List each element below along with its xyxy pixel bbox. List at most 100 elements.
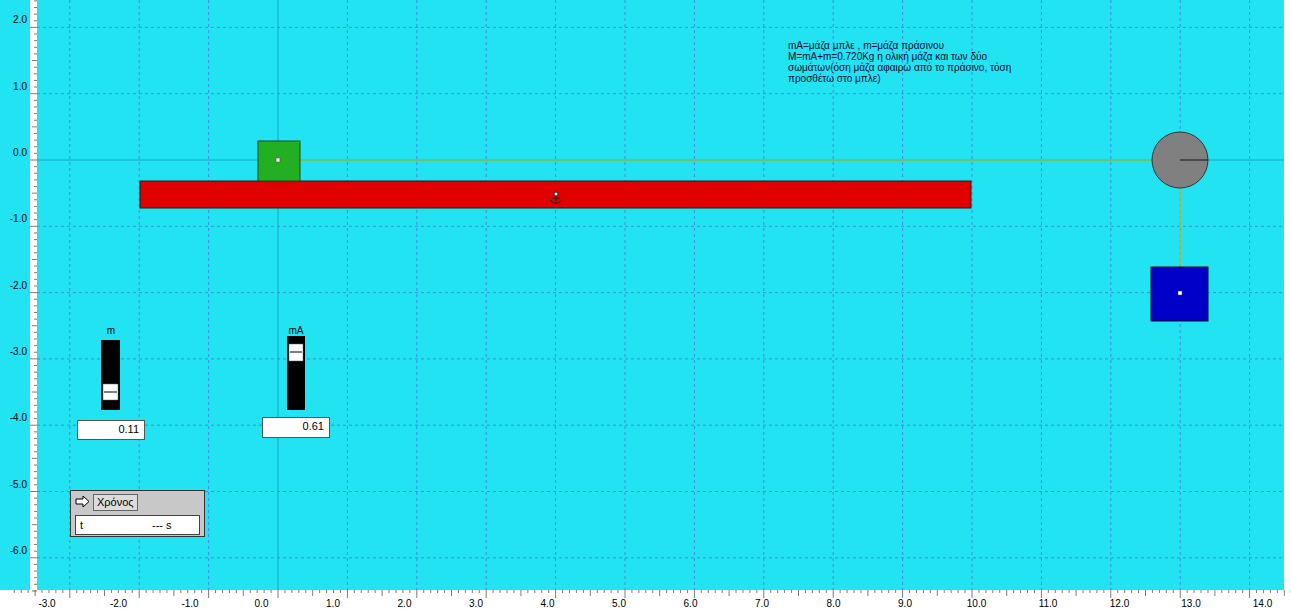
ruler-tick — [32, 524, 37, 525]
axis-number: 0.0 — [242, 598, 282, 609]
ruler-tick — [1145, 590, 1146, 596]
ruler-tick — [153, 590, 154, 593]
slider-label: m — [78, 325, 144, 336]
ruler-tick — [701, 590, 702, 593]
ruler-tick — [34, 345, 37, 346]
grid — [37, 0, 1284, 590]
ruler-tick — [992, 590, 993, 593]
block-point — [276, 158, 280, 162]
ruler-tick — [507, 590, 508, 593]
ruler-tick — [48, 590, 49, 593]
ruler-tick — [1173, 590, 1174, 593]
ruler-tick — [826, 590, 827, 593]
ruler-tick — [888, 590, 889, 593]
axis-number: -2.0 — [0, 280, 27, 291]
slider-value: 0.61 — [303, 420, 324, 432]
ruler-tick — [1027, 590, 1028, 593]
axis-number: -1.0 — [181, 598, 198, 609]
ruler-tick — [965, 590, 966, 593]
ruler-tick — [1138, 590, 1139, 593]
ruler-tick — [340, 590, 341, 593]
ruler-tick — [271, 590, 272, 593]
ruler-tick — [250, 590, 251, 593]
grid-line — [347, 0, 348, 590]
grid-line — [694, 0, 695, 590]
ruler-tick — [569, 590, 570, 593]
ruler-tick — [34, 504, 37, 505]
ruler-tick — [715, 590, 716, 593]
ruler-tick — [1110, 590, 1111, 598]
value-box: m0.11 — [77, 420, 145, 440]
ruler-tick — [1235, 590, 1236, 593]
ruler-tick — [30, 160, 37, 161]
axis-number: 1.0 — [326, 598, 340, 609]
ruler-tick — [160, 590, 161, 593]
axis-number: 12.0 — [1100, 598, 1140, 609]
ruler-tick — [34, 544, 37, 545]
ruler-tick — [972, 590, 973, 598]
ruler-tick — [34, 584, 37, 585]
axis-number: -6.0 — [10, 545, 27, 556]
ruler-tick — [361, 590, 362, 593]
ruler-tick — [1152, 590, 1153, 593]
ruler-tick — [83, 590, 84, 593]
ruler-tick — [1131, 590, 1132, 593]
ruler-tick — [28, 590, 29, 593]
slider-value: 0.11 — [118, 423, 139, 435]
note-text: M=mA+m=0.720Kg η ολική μάζα και των δύο … — [788, 51, 1026, 84]
ruler-tick — [312, 590, 313, 596]
ruler-tick — [118, 590, 119, 593]
meter-variable: t — [80, 516, 83, 534]
ruler-tick — [833, 590, 834, 598]
grid-line — [625, 0, 626, 590]
ruler-tick — [194, 590, 195, 593]
ruler-tick — [409, 590, 410, 593]
ruler-tick — [34, 179, 37, 180]
ruler-tick — [430, 590, 431, 593]
ruler-tick — [333, 590, 334, 593]
ruler-tick — [1221, 590, 1222, 593]
ruler-tick — [867, 590, 868, 596]
ruler-tick — [34, 100, 37, 101]
ruler-tick — [874, 590, 875, 593]
meter-button: Χρόνος — [93, 494, 138, 511]
ruler-tick — [319, 590, 320, 593]
ruler-tick — [937, 590, 938, 596]
ruler-tick — [34, 232, 37, 233]
value-box: mA0.61 — [262, 417, 330, 438]
grid-line — [37, 358, 1284, 359]
axis-number: -2.0 — [110, 598, 127, 609]
ruler-tick — [32, 259, 37, 260]
slider — [287, 336, 305, 410]
ruler-tick — [30, 292, 37, 293]
ruler-tick — [562, 590, 563, 593]
axis-number: 8.0 — [814, 598, 854, 609]
grid-line — [37, 27, 1284, 28]
grid-line — [555, 0, 556, 590]
ruler-tick — [916, 590, 917, 593]
ruler-tick — [458, 590, 459, 593]
axis-number: 14.0 — [1253, 598, 1272, 609]
axis-number: 0.0 — [255, 598, 269, 609]
bottom-ruler — [0, 590, 1291, 614]
ruler-tick — [305, 590, 306, 593]
axis-number: -3.0 — [0, 346, 27, 357]
ruler-tick — [34, 14, 37, 15]
ruler-tick — [34, 385, 37, 386]
ruler-tick — [34, 7, 37, 8]
axis-number: -3.0 — [38, 598, 55, 609]
ruler-tick — [34, 564, 37, 565]
ruler-tick — [978, 590, 979, 593]
ruler-tick — [34, 438, 37, 439]
ruler-tick — [34, 87, 37, 88]
ruler-tick — [278, 590, 279, 598]
ruler-tick — [368, 590, 369, 593]
axis-number: -2.0 — [10, 280, 27, 291]
axis-number: -2.0 — [99, 598, 139, 609]
ruler-tick — [298, 590, 299, 593]
ruler-tick — [451, 590, 452, 596]
slider-label: mA — [263, 325, 329, 336]
ruler-tick — [34, 285, 37, 286]
grid-line — [37, 425, 1284, 426]
axis-number: 4.0 — [541, 598, 555, 609]
